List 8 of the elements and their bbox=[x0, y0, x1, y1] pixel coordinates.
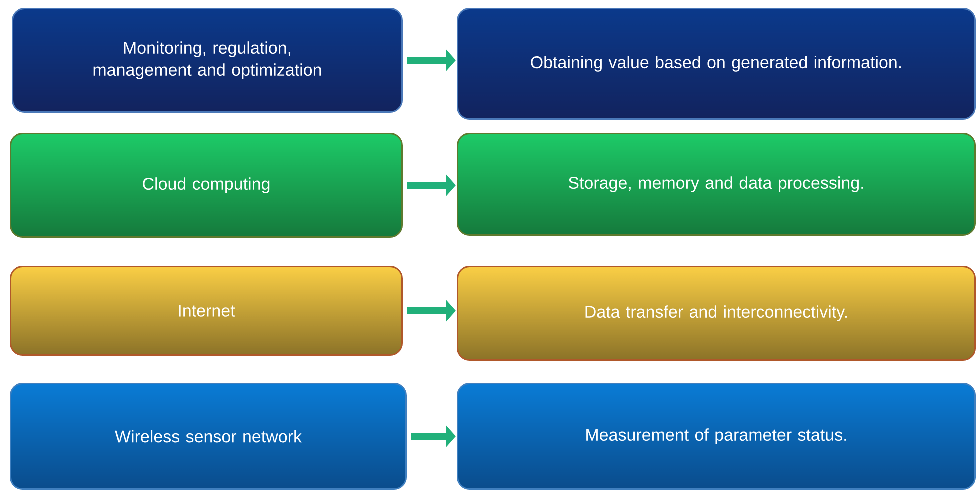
process-box: Data transfer and interconnectivity. bbox=[457, 266, 976, 361]
process-box: Cloud computing bbox=[10, 133, 403, 238]
process-box: Internet bbox=[10, 266, 403, 356]
process-box: Monitoring, regulation, management and optimization bbox=[12, 8, 403, 113]
process-box: Storage, memory and data processing. bbox=[457, 133, 976, 236]
process-box: Wireless sensor network bbox=[10, 383, 407, 490]
process-box: Obtaining value based on generated information. bbox=[457, 8, 976, 120]
process-box: Measurement of parameter status. bbox=[457, 383, 976, 490]
